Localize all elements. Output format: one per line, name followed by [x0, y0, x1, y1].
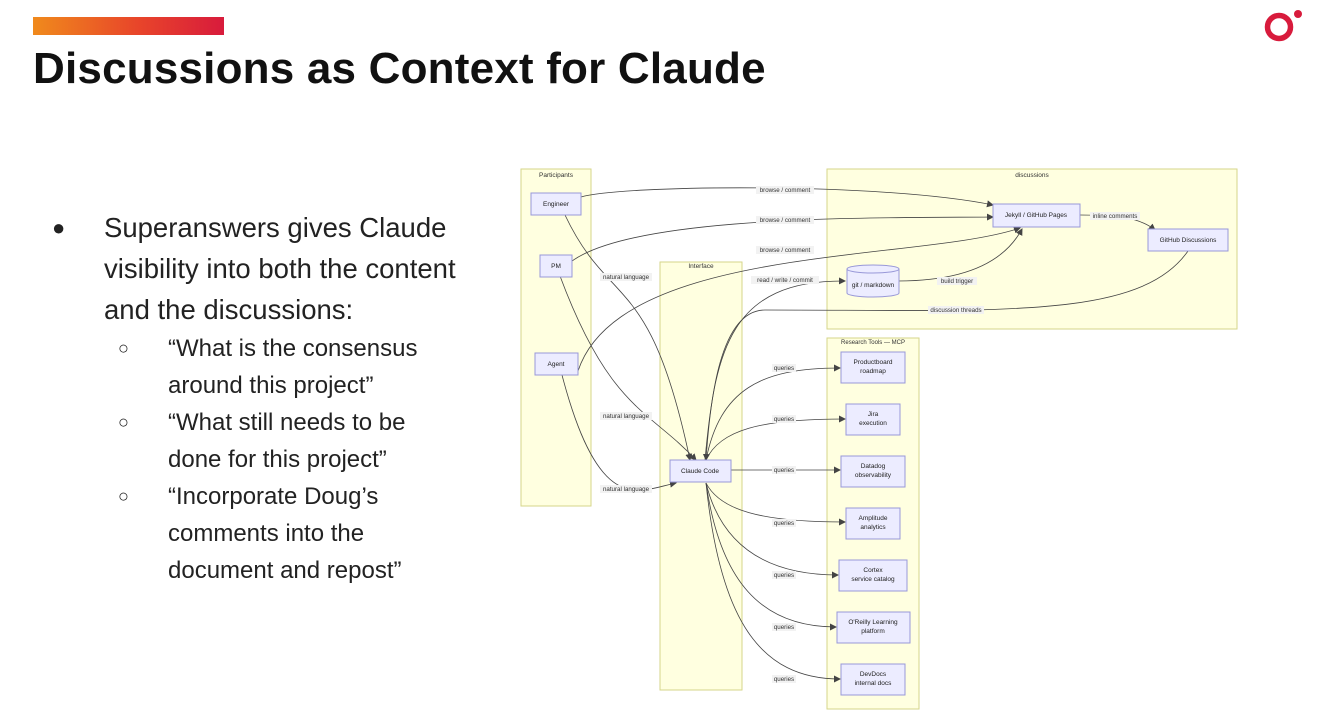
node-claude-code: Claude Code: [669, 459, 732, 483]
svg-text:roadmap: roadmap: [860, 368, 886, 375]
node-jira: Jira execution: [845, 403, 901, 436]
svg-text:analytics: analytics: [860, 524, 886, 531]
edge-label-browse: browse / comment: [760, 187, 811, 194]
node-engineer: Engineer: [530, 192, 582, 216]
sub-bullet: ○ “What is the consensus around this pro…: [118, 330, 470, 404]
sub-bullet: ○ “Incorporate Doug’s comments into the …: [118, 478, 470, 589]
edge-label-browse: browse / comment: [760, 247, 811, 254]
svg-text:Amplitude: Amplitude: [859, 515, 888, 522]
edge-label-browse: browse / comment: [760, 217, 811, 224]
svg-text:DevDocs: DevDocs: [860, 671, 887, 678]
svg-text:execution: execution: [859, 420, 887, 427]
edge-label-natural-language: natural language: [603, 486, 650, 493]
svg-text:Datadog: Datadog: [861, 463, 886, 470]
node-git-markdown: git / markdown: [846, 264, 900, 298]
bullet-list: ● Superanswers gives Claude visibility i…: [50, 207, 470, 589]
edge-label-natural-language: natural language: [603, 274, 650, 281]
main-bullet-text: Superanswers gives Claude visibility int…: [104, 212, 456, 325]
edge-label-queries: queries: [774, 416, 794, 423]
svg-text:Engineer: Engineer: [543, 201, 570, 208]
svg-text:observability: observability: [855, 472, 892, 479]
edge-label-build-trigger: build trigger: [941, 278, 973, 285]
o-dot-logo-icon: [1264, 10, 1302, 42]
hollow-circle-icon: ○: [118, 486, 129, 506]
cluster-participants: Participants: [520, 168, 592, 507]
svg-text:O'Reilly Learning: O'Reilly Learning: [848, 619, 898, 626]
main-bullet: ● Superanswers gives Claude visibility i…: [50, 207, 470, 330]
sub-bullet-text: “What still needs to be done for this pr…: [168, 409, 406, 473]
edge-label-discussion-threads: discussion threads: [930, 307, 981, 314]
sub-bullet-text: “What is the consensus around this proje…: [168, 335, 418, 399]
sub-bullet-text: “Incorporate Doug’s comments into the do…: [168, 483, 402, 584]
hollow-circle-icon: ○: [118, 338, 129, 358]
cluster-label: Participants: [539, 172, 574, 179]
svg-text:internal docs: internal docs: [855, 680, 893, 687]
node-cortex: Cortex service catalog: [838, 559, 908, 592]
sub-bullet-list: ○ “What is the consensus around this pro…: [50, 330, 470, 589]
svg-text:GitHub Discussions: GitHub Discussions: [1160, 237, 1217, 244]
svg-text:Cortex: Cortex: [863, 567, 883, 574]
queries-labels: queries queries queries queries queries …: [772, 364, 796, 683]
cluster-label: Interface: [688, 263, 714, 270]
bullet-dot-icon: ●: [52, 215, 66, 240]
edge-label-queries: queries: [774, 572, 794, 579]
edge-label-queries: queries: [774, 676, 794, 683]
edge-label-natural-language: natural language: [603, 413, 650, 420]
svg-text:Jira: Jira: [868, 411, 879, 418]
edge-labels: browse / comment browse / comment browse…: [600, 186, 1140, 683]
svg-text:Productboard: Productboard: [853, 359, 892, 366]
node-datadog: Datadog observability: [840, 455, 906, 488]
node-oreilly: O'Reilly Learning platform: [836, 611, 911, 644]
hollow-circle-icon: ○: [118, 412, 129, 432]
node-jekyll: Jekyll / GitHub Pages: [992, 203, 1081, 228]
svg-text:Claude Code: Claude Code: [681, 468, 719, 475]
node-github-discussions: GitHub Discussions: [1147, 228, 1229, 252]
node-agent: Agent: [534, 352, 579, 376]
accent-bar: [33, 17, 224, 35]
sub-bullet: ○ “What still needs to be done for this …: [118, 404, 470, 478]
svg-text:service catalog: service catalog: [851, 576, 895, 583]
page-title: Discussions as Context for Claude: [33, 44, 766, 93]
edge-label-read-write-commit: read / write / commit: [757, 277, 813, 284]
cluster-label: discussions: [1015, 172, 1049, 179]
node-amplitude: Amplitude analytics: [845, 507, 901, 540]
svg-text:git / markdown: git / markdown: [852, 282, 895, 289]
edge-label-queries: queries: [774, 520, 794, 527]
node-devdocs: DevDocs internal docs: [840, 663, 906, 696]
edge-label-queries: queries: [774, 467, 794, 474]
node-productboard: Productboard roadmap: [840, 351, 906, 384]
nodes: Engineer PM Agent Claude Code git / mark…: [530, 192, 1229, 696]
edge-label-queries: queries: [774, 624, 794, 631]
edge-label-queries: queries: [774, 365, 794, 372]
svg-text:Agent: Agent: [548, 361, 565, 368]
node-pm: PM: [539, 254, 573, 278]
edge-label-inline-comments: inline comments: [1093, 213, 1138, 220]
cluster-label: Research Tools — MCP: [841, 340, 905, 346]
svg-text:Jekyll / GitHub Pages: Jekyll / GitHub Pages: [1005, 212, 1068, 219]
svg-text:PM: PM: [551, 263, 561, 270]
svg-text:platform: platform: [861, 628, 884, 635]
